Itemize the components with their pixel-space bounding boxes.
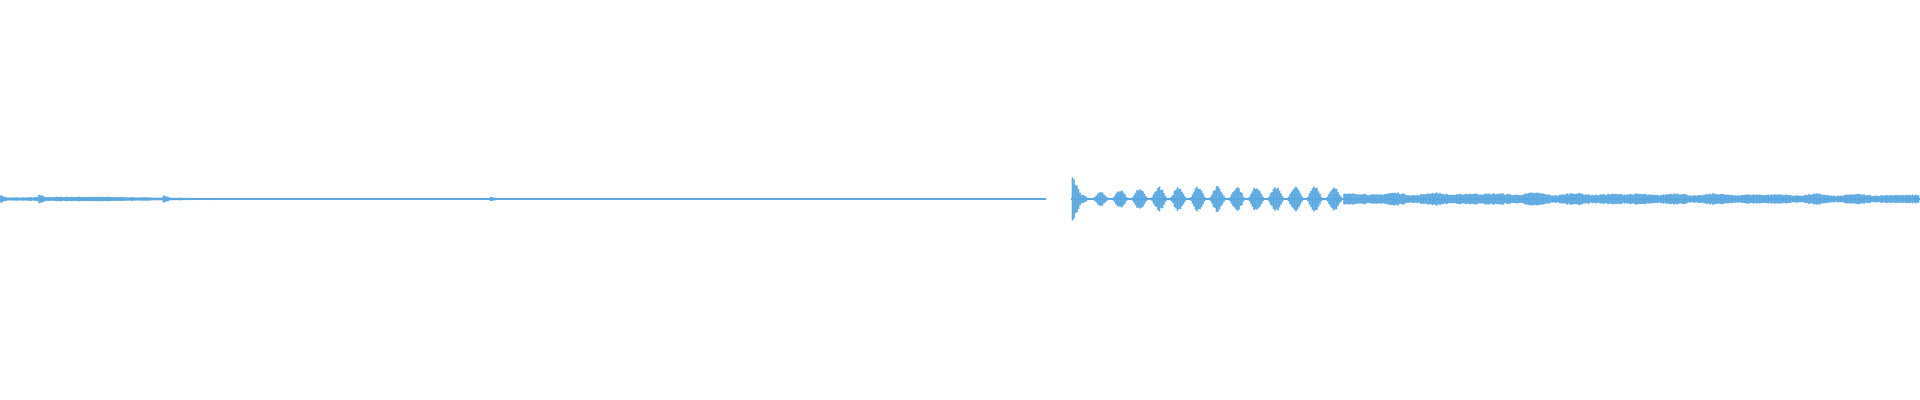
waveform-channel [0, 177, 1920, 221]
